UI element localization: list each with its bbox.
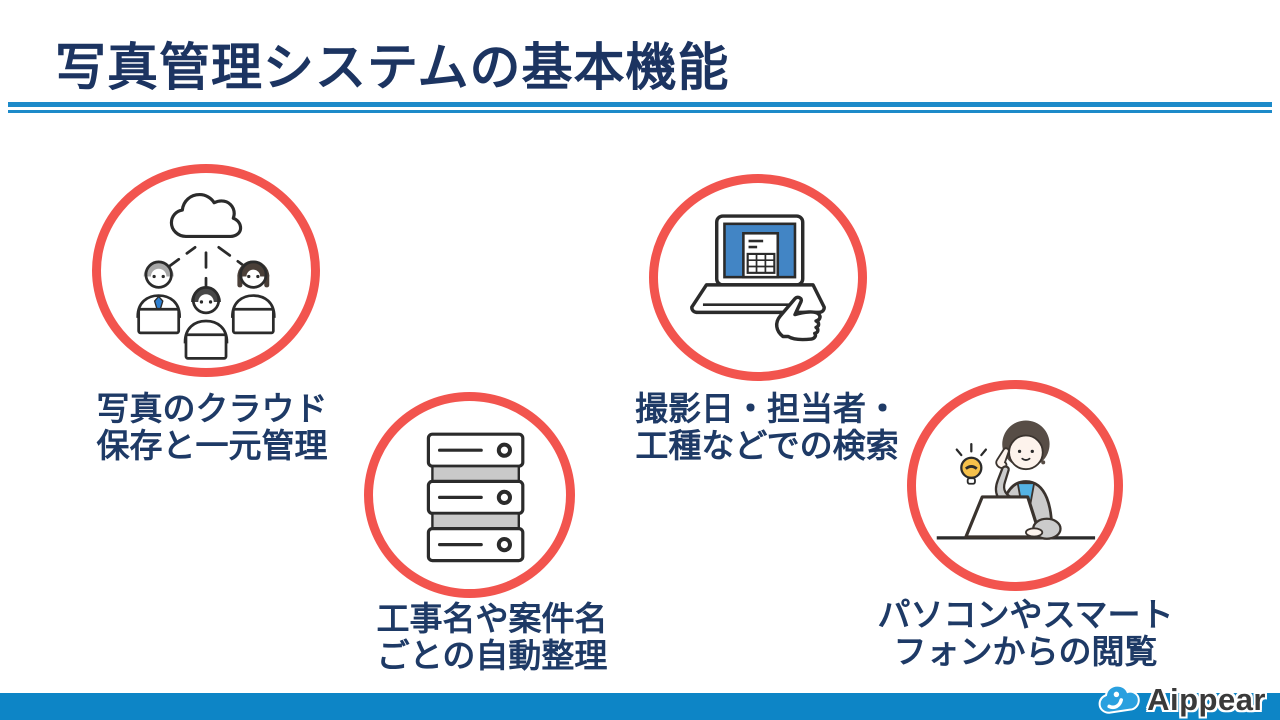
pointing-hand-shape xyxy=(774,295,822,341)
brand-logo: Aippear xyxy=(1098,682,1266,718)
title-underline-top xyxy=(8,102,1272,107)
server-rack-icon xyxy=(426,432,524,563)
feature-circle-multi-device xyxy=(907,380,1123,591)
brand-logo-text: Aippear xyxy=(1147,682,1266,717)
feature-circle-search xyxy=(649,174,867,381)
lightbulb-shape xyxy=(955,442,988,485)
person-middle xyxy=(183,285,229,360)
caption-line: フォンからの閲覧 xyxy=(893,632,1158,670)
caption-line: 撮影日・担当者・ xyxy=(635,390,899,427)
caption-line: 工事名や案件名 xyxy=(376,600,608,637)
feature-caption-auto-organize: 工事名や案件名 ごとの自動整理 xyxy=(362,600,622,675)
caption-line: パソコンやスマート xyxy=(877,596,1174,633)
person-left xyxy=(136,260,181,334)
page-title: 写真管理システムの基本機能 xyxy=(55,39,730,96)
feature-circle-auto-organize xyxy=(364,392,575,598)
caption-line: 工種などでの検索 xyxy=(635,426,899,464)
laptop-search-icon xyxy=(690,213,826,341)
woman-laptop-icon xyxy=(936,419,1096,540)
feature-caption-search: 撮影日・担当者・ 工種などでの検索 xyxy=(622,390,912,465)
title-underline-bottom xyxy=(8,109,1272,113)
footer-bar xyxy=(0,693,1280,720)
caption-line: ごとの自動整理 xyxy=(376,636,608,674)
caption-line: 保存と一元管理 xyxy=(96,426,328,464)
caption-line: 写真のクラウド xyxy=(96,390,328,427)
feature-caption-multi-device: パソコンやスマート フォンからの閲覧 xyxy=(873,596,1178,671)
cloud-logo-icon xyxy=(1098,684,1140,714)
feature-circle-cloud-storage xyxy=(92,164,320,377)
connector-dashes xyxy=(166,245,248,289)
feature-caption-cloud-storage: 写真のクラウド 保存と一元管理 xyxy=(82,390,342,465)
person-right xyxy=(231,260,276,334)
cloud-people-icon xyxy=(136,192,276,360)
cloud-shape xyxy=(169,192,243,238)
